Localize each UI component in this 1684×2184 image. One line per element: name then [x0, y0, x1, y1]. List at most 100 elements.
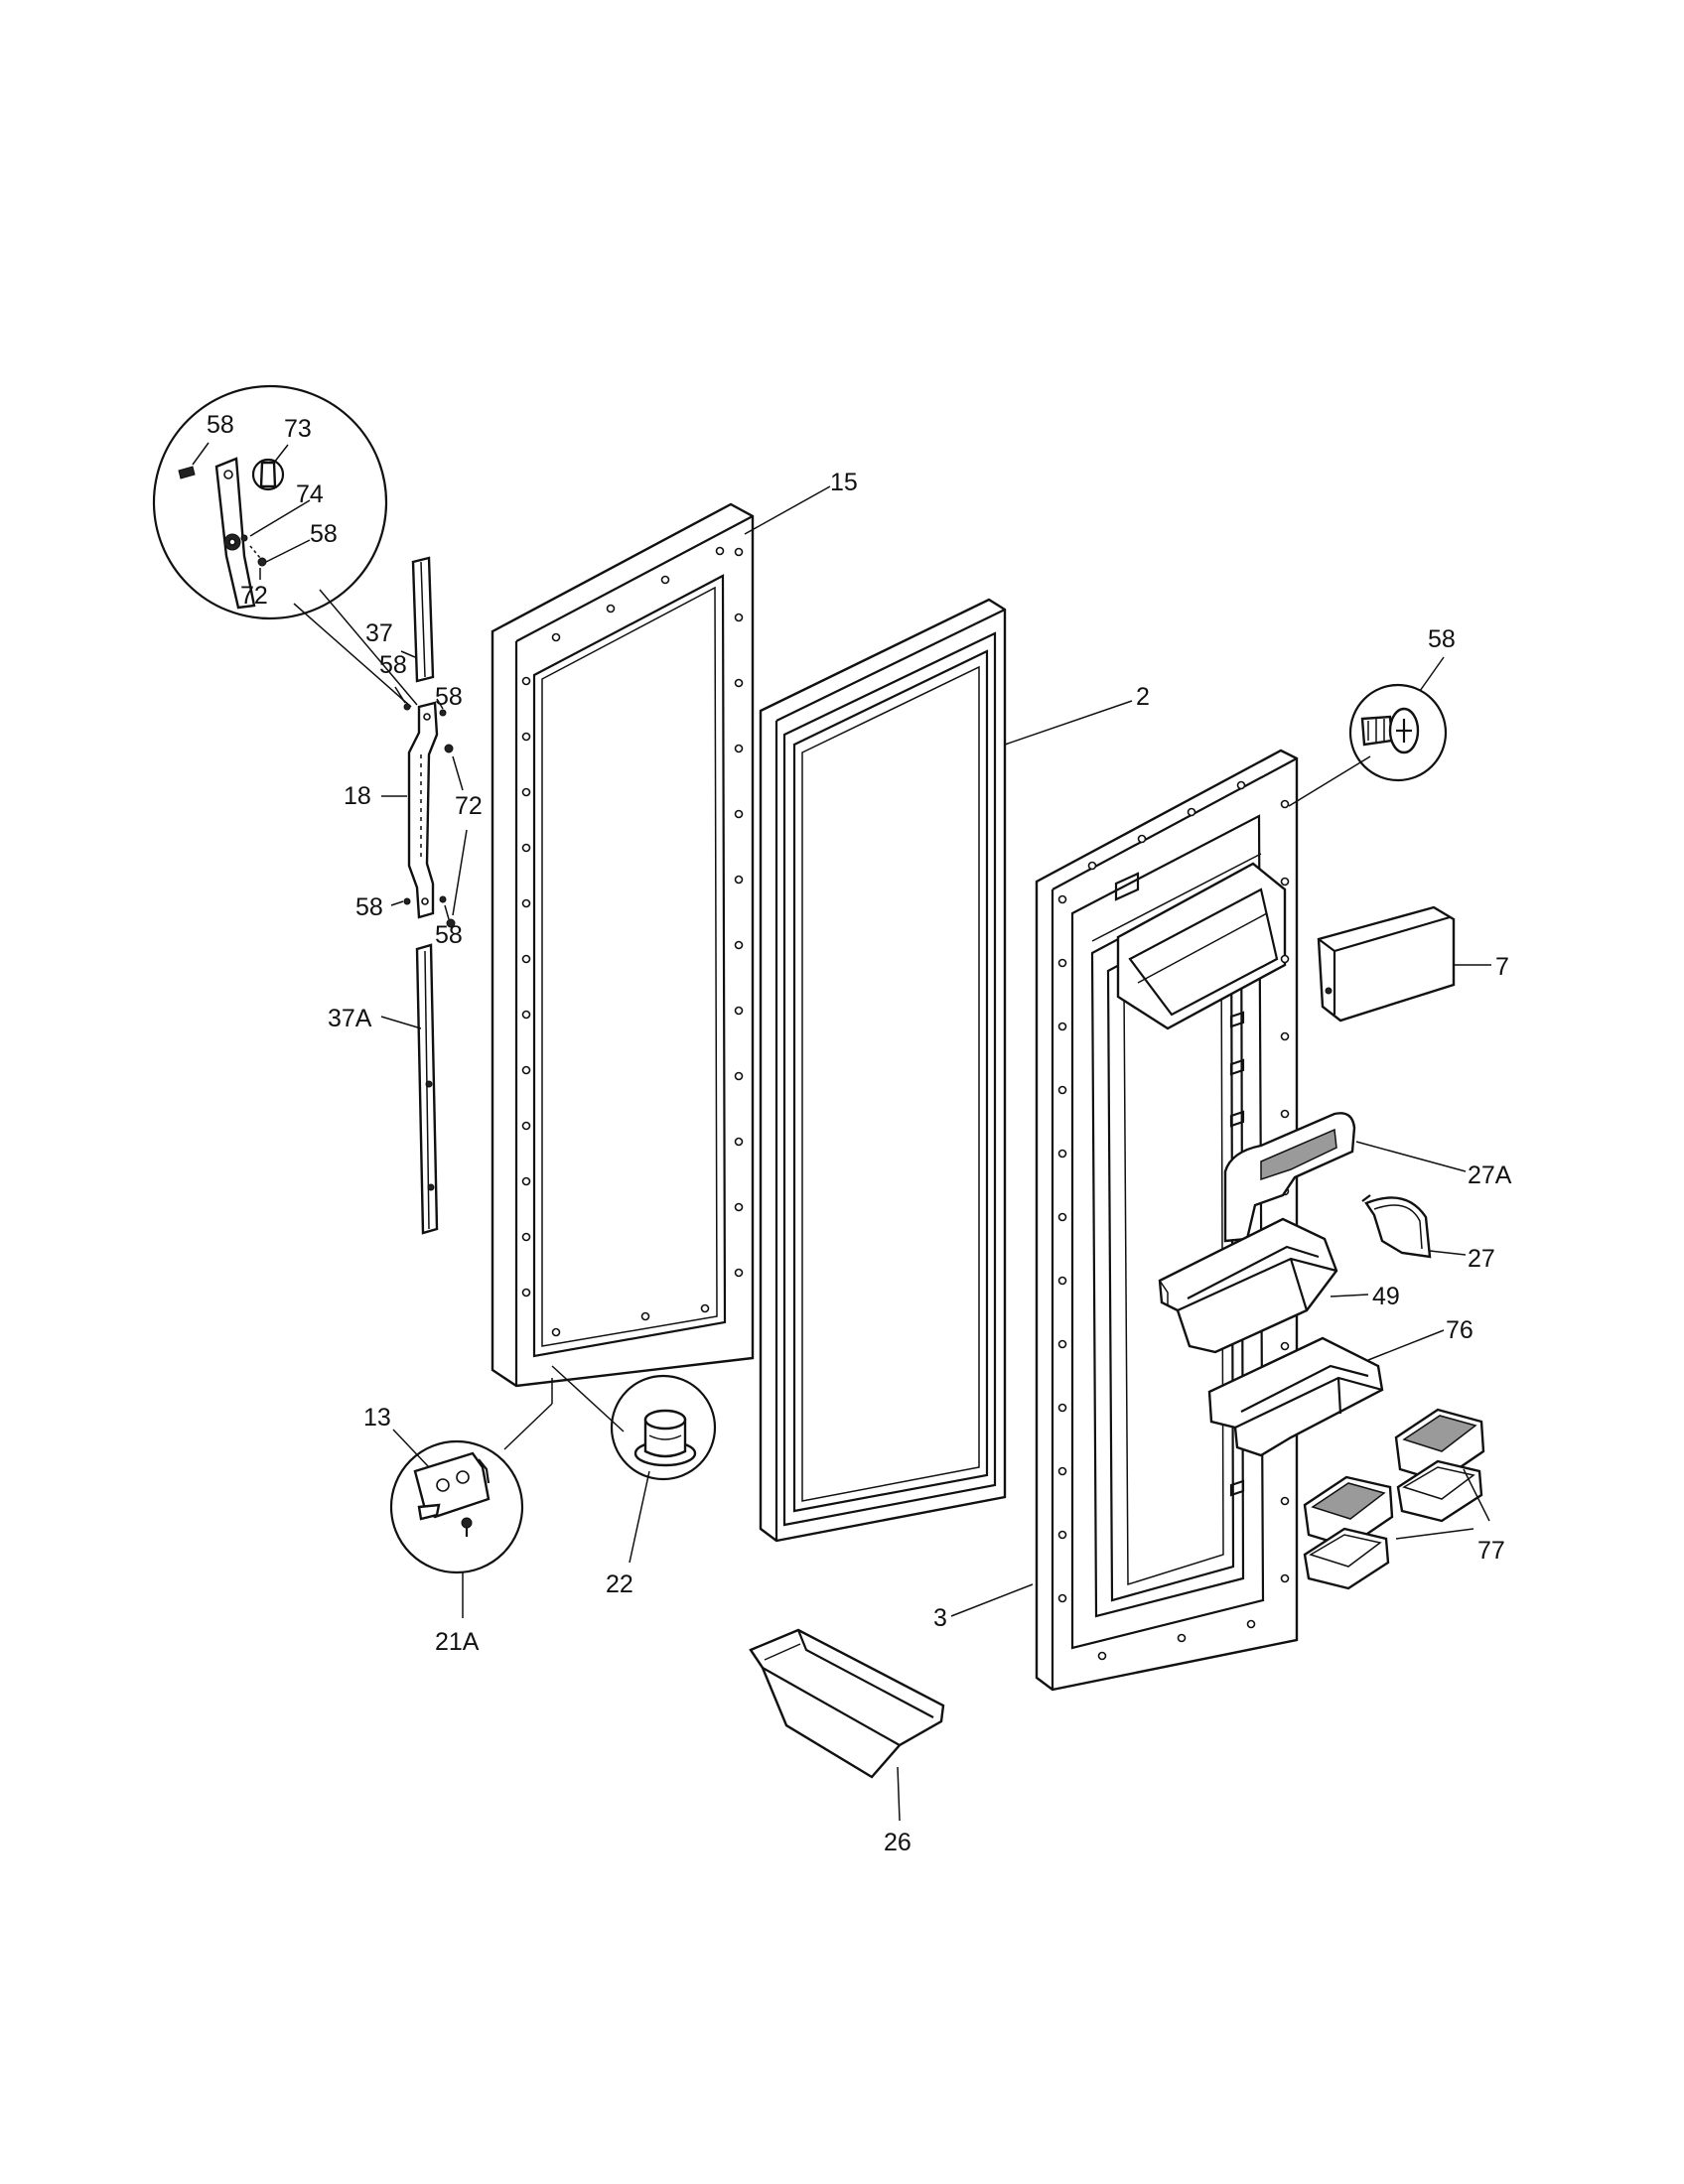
callout-15: 15	[830, 469, 858, 496]
callout-73: 73	[284, 415, 312, 443]
screw-hole	[734, 1268, 744, 1278]
screw-hole	[1280, 954, 1290, 964]
part-2-door-gasket	[759, 598, 1133, 1543]
screw-hole	[551, 632, 561, 642]
screw-hole	[734, 1137, 744, 1147]
screw-hole	[1246, 1619, 1256, 1629]
part-77-storage-containers	[1303, 1408, 1490, 1590]
screw-hole	[1057, 1212, 1067, 1222]
screw-hole	[1057, 1403, 1067, 1413]
callout-72: 72	[240, 582, 268, 610]
screw-hole	[1280, 1573, 1290, 1583]
screw-hole	[521, 1232, 531, 1242]
screw-hole	[1057, 894, 1067, 904]
callout-22: 22	[606, 1570, 633, 1598]
screw-hole	[1057, 1339, 1067, 1349]
callout-58: 58	[435, 683, 463, 711]
callout-58: 58	[207, 411, 234, 439]
screw-hole	[734, 1006, 744, 1016]
screw-hole	[521, 1065, 531, 1075]
part-58-screw-detail	[1348, 656, 1448, 782]
callout-77: 77	[1477, 1537, 1505, 1565]
callout-49: 49	[1372, 1283, 1400, 1310]
screw-hole	[734, 1202, 744, 1212]
screw-hole	[521, 1010, 531, 1020]
screw-hole	[521, 732, 531, 742]
screw-hole	[1097, 1651, 1107, 1661]
screw-hole	[1280, 1109, 1290, 1119]
screw-hole	[521, 1121, 531, 1131]
screw-hole	[1280, 799, 1290, 809]
screw-hole	[1280, 1496, 1290, 1506]
part-3-door-inner-liner	[950, 749, 1371, 1692]
screw-hole	[606, 604, 616, 614]
part-26-door-tray	[749, 1628, 945, 1822]
part-49-door-bin	[1158, 1217, 1369, 1354]
screw-hole	[734, 1071, 744, 1081]
callout-18: 18	[344, 782, 371, 810]
screw-hole	[521, 954, 531, 964]
screw-hole	[1057, 1466, 1067, 1476]
part-27A-bin-cover	[1223, 1112, 1467, 1243]
callout-58: 58	[379, 651, 407, 679]
callout-7: 7	[1495, 953, 1509, 981]
screw-hole	[715, 546, 725, 556]
part-27-bin-end-cap	[1361, 1194, 1467, 1259]
screw-hole	[1280, 1031, 1290, 1041]
screw-hole	[1057, 958, 1067, 968]
callout-27: 27	[1468, 1245, 1495, 1273]
screw-hole	[521, 1176, 531, 1186]
part-15-door-outer-frame	[491, 485, 831, 1450]
callout-13: 13	[363, 1404, 391, 1432]
screw-hole	[1057, 1276, 1067, 1286]
screw-hole	[1057, 1149, 1067, 1159]
part-37-handle-trim-upper	[400, 556, 435, 683]
part-13-hinge-bracket-detail	[389, 1429, 524, 1618]
screw-hole	[1057, 1530, 1067, 1540]
screw-hole	[551, 1327, 561, 1337]
callout-2: 2	[1136, 683, 1150, 711]
screw-hole	[1057, 1593, 1067, 1603]
callout-37: 37	[365, 619, 393, 647]
screw-hole	[734, 678, 744, 688]
callout-72: 72	[455, 792, 483, 820]
screw-hole	[521, 898, 531, 908]
screw-hole	[1280, 1341, 1290, 1351]
screw-hole	[521, 676, 531, 686]
screw-hole	[521, 843, 531, 853]
callout-76: 76	[1446, 1316, 1474, 1344]
screw-hole	[734, 613, 744, 622]
screw-hole	[734, 809, 744, 819]
screw-hole	[1280, 877, 1290, 887]
callout-labels: 58 73 74 58 72 15 37 58 58 18 72 58 58 3…	[207, 411, 1512, 1856]
screw-hole	[1087, 861, 1097, 871]
screw-hole	[1137, 834, 1147, 844]
hinge-detail-inset	[152, 384, 418, 708]
screw-hole	[1187, 807, 1196, 817]
screw-hole	[640, 1311, 650, 1321]
screw-hole	[660, 575, 670, 585]
screw-hole	[521, 787, 531, 797]
callout-58: 58	[310, 520, 338, 548]
screw-hole	[1236, 780, 1246, 790]
callout-74: 74	[296, 480, 324, 508]
callout-58: 58	[355, 893, 383, 921]
callout-58: 58	[1428, 625, 1456, 653]
screw-hole	[1057, 1022, 1067, 1031]
part-37A-handle-trim-lower	[380, 943, 439, 1235]
callout-26: 26	[884, 1829, 912, 1856]
screw-hole	[734, 875, 744, 885]
callout-3: 3	[933, 1604, 947, 1632]
screw-hole	[734, 547, 744, 557]
part-76-door-bin-lower	[1207, 1329, 1445, 1457]
part-18-door-handle	[381, 686, 468, 928]
part-22-plug-detail	[610, 1374, 717, 1564]
callout-27A: 27A	[1468, 1161, 1512, 1189]
screw-hole	[521, 1288, 531, 1297]
screw-hole	[1057, 1085, 1067, 1095]
callout-37A: 37A	[328, 1005, 372, 1032]
screw-hole	[700, 1303, 710, 1313]
screw-hole	[1177, 1633, 1187, 1643]
part-7-dairy-door	[1317, 905, 1491, 1023]
